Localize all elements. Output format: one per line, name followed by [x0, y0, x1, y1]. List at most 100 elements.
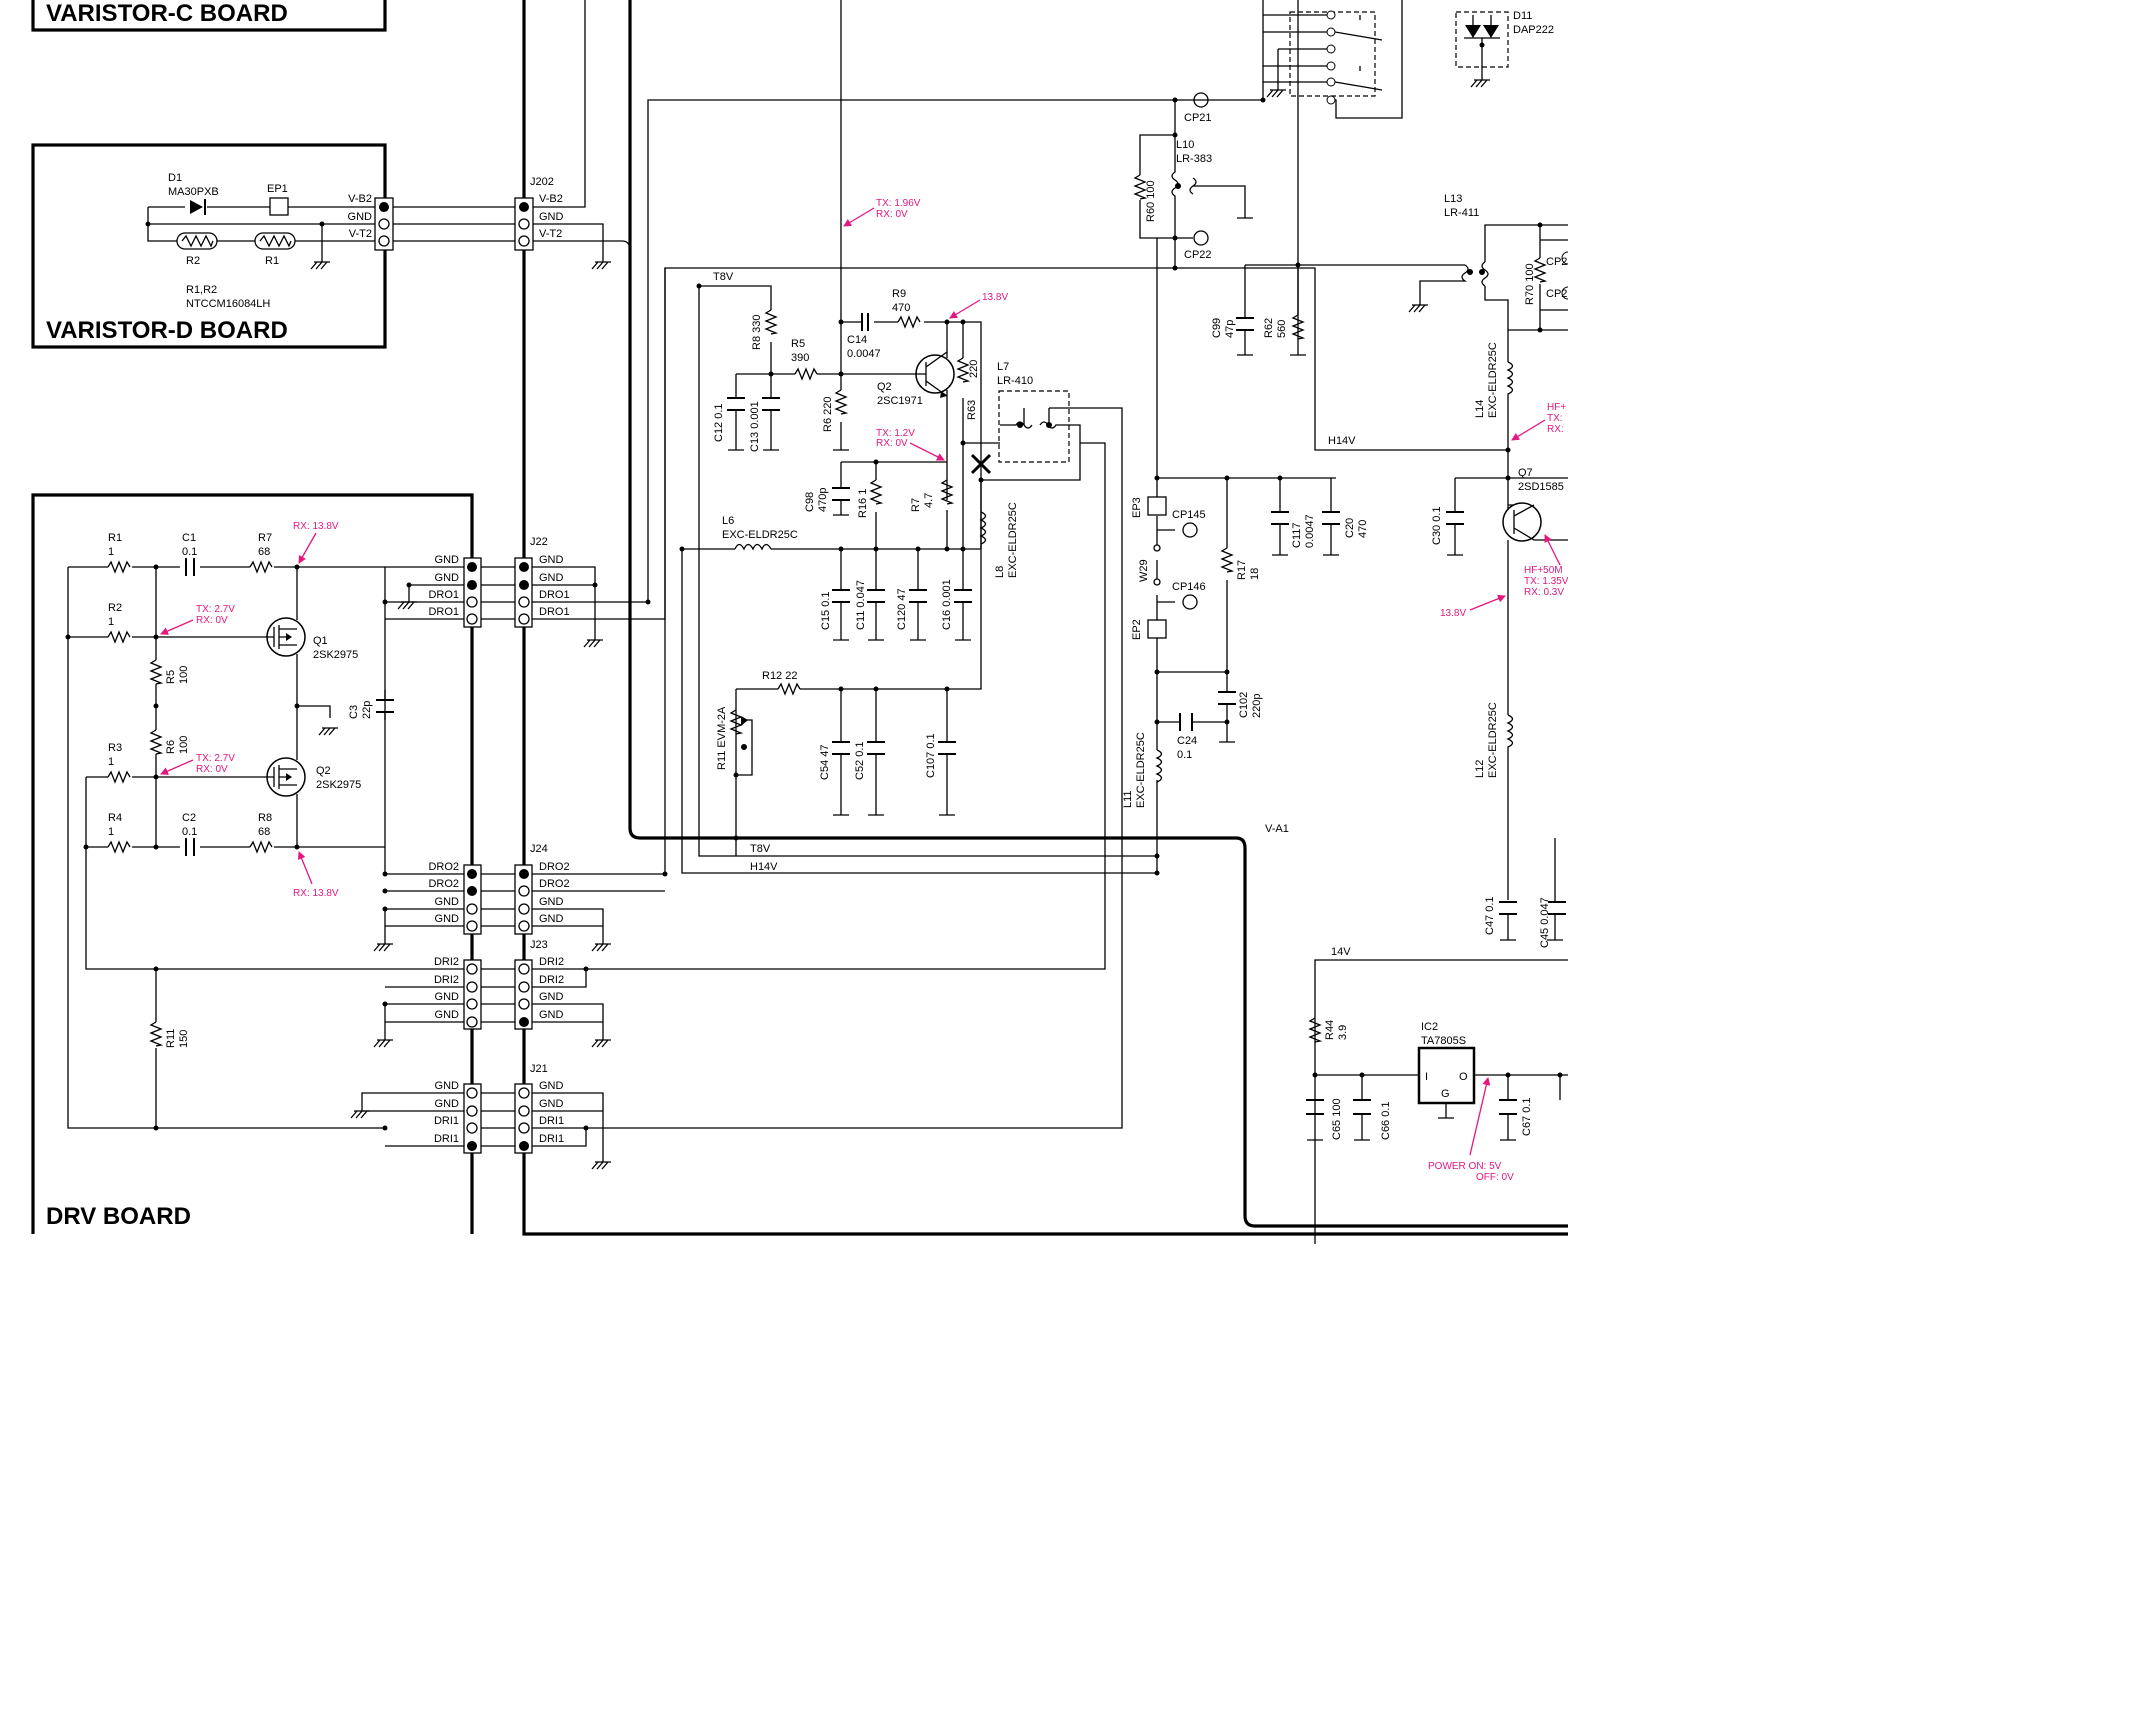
main-c98-ref: C98 [804, 492, 816, 512]
main-c15-label: C15 0.1 [820, 591, 832, 630]
right-circuit [1133, 0, 1568, 1244]
c45-label: C45 0.047 [1539, 897, 1551, 948]
main-l8-ref: L8 [994, 566, 1006, 578]
diode-d1 [190, 199, 206, 215]
right-l12 [1506, 540, 1514, 940]
main-circuit [679, 0, 1157, 874]
drv-c1-val: 0.1 [182, 546, 197, 558]
r44-val: 3.9 [1337, 1025, 1349, 1040]
drv-r3-ref: R3 [108, 742, 122, 754]
right-annotation-arrows [1469, 419, 1561, 1156]
drv-j23-pin-4: GND [435, 1009, 460, 1021]
drv-q2-part: 2SK2975 [316, 779, 361, 791]
connector-j21-group [350, 407, 1123, 1170]
l12-ref: L12 [1474, 760, 1486, 778]
c20-val: 470 [1357, 520, 1369, 538]
drv-j24-pin-2: DRO2 [428, 878, 459, 890]
ann-hf50: HF+50M [1524, 565, 1563, 576]
main-c14-ref: C14 [847, 334, 867, 346]
j23-label: J23 [530, 939, 548, 951]
c117-val: 0.0047 [1304, 514, 1316, 548]
drv-board-title: DRV BOARD [46, 1203, 191, 1230]
c47-label: C47 0.1 [1484, 896, 1496, 935]
connector-j202 [393, 0, 631, 270]
main-c120-label: C120 47 [896, 588, 908, 630]
drv-r2-ref: R2 [108, 602, 122, 614]
drv-j21-pin-1: GND [435, 1080, 460, 1092]
r-note-2: NTCCM16084LH [186, 298, 270, 310]
ep2-pad [1147, 619, 1167, 639]
shield-outline [628, 0, 1568, 1228]
main-l6-part: EXC-ELDR25C [722, 529, 798, 541]
main-r8 [764, 309, 779, 335]
drv-ann-q2-tx: TX: 2.7V [196, 753, 235, 764]
main-l7-part: LR-410 [997, 375, 1033, 387]
main-r7 [940, 479, 955, 505]
j21-pin-1: GND [539, 1080, 564, 1092]
cp146-testpoint [1182, 594, 1198, 610]
l11-part: EXC-ELDR25C [1135, 732, 1147, 808]
h14v-label: H14V [1328, 435, 1356, 447]
drv-r8-val: 68 [258, 826, 270, 838]
main-c16-label: C16 0.001 [941, 579, 953, 630]
c99-val: 47p [1224, 320, 1236, 338]
main-r12 [777, 682, 801, 696]
drv-r1 [107, 560, 131, 574]
drv-q1-ref: Q1 [313, 635, 328, 647]
ep3-pad [1147, 496, 1167, 516]
main-r16 [869, 479, 884, 505]
drv-j24-pin-4: GND [435, 913, 460, 925]
drv-c1-ref: C1 [182, 532, 196, 544]
j21-pin-2: GND [539, 1098, 564, 1110]
varistor-d-connector [374, 197, 394, 251]
r70-label: R70 100 [1524, 263, 1536, 305]
c102-ref: C102 [1238, 692, 1250, 718]
main-r12-label: R12 22 [762, 670, 797, 682]
main-t8v: T8V [713, 271, 734, 283]
j24-pin-3: GND [539, 896, 564, 908]
j22-pin-4: DRO1 [539, 606, 570, 618]
main-c52-label: C52 0.1 [854, 741, 866, 780]
main-annotation-arrows [843, 207, 981, 461]
drv-r8-ref: R8 [258, 812, 272, 824]
main-q2-part: 2SC1971 [877, 395, 923, 407]
cp2-b: CP2 [1546, 288, 1567, 300]
drv-r11-ref: R11 [165, 1029, 177, 1048]
j22-pin-2: GND [539, 572, 564, 584]
l11-ref: L11 [1122, 790, 1134, 808]
d1-ref: D1 [168, 172, 182, 184]
j21-pin-3: DRI1 [539, 1115, 564, 1127]
varistor-c-board-title: VARISTOR-C BOARD [46, 0, 288, 27]
cut-mark-x [970, 453, 992, 475]
cp145-label: CP145 [1172, 509, 1206, 521]
mosfet-q2 [264, 757, 306, 797]
drv-c3-ref: C3 [348, 705, 360, 719]
ann-hf-rx: RX: [1547, 424, 1564, 435]
q7-part: 2SD1585 [1518, 481, 1564, 493]
varistor-d-board-title: VARISTOR-D BOARD [46, 317, 288, 344]
l14-ref: L14 [1474, 400, 1486, 418]
main-c14-val: 0.0047 [847, 348, 881, 360]
main-c54-c52-c107 [832, 741, 956, 755]
drv-r11 [149, 1021, 164, 1047]
ann-power-on: POWER ON: 5V [1428, 1161, 1502, 1172]
main-c11-label: C11 0.047 [855, 580, 867, 630]
main-l7-ref: L7 [997, 361, 1009, 373]
ann-hf-tx: TX: [1547, 413, 1563, 424]
q7-ref: Q7 [1518, 467, 1533, 479]
ann-hf-plus: HF+ [1547, 402, 1566, 413]
drv-r3-val: 1 [108, 756, 114, 768]
drv-r3 [107, 770, 131, 784]
drv-j22-pin-1: GND [435, 554, 460, 566]
j23-pin-4: GND [539, 1009, 564, 1021]
c24-ref: C24 [1177, 735, 1197, 747]
right-l10-transformer [1171, 135, 1246, 218]
drv-r7-ref: R7 [258, 532, 272, 544]
drv-j23-pin-1: DRI2 [434, 956, 459, 968]
main-r11-label: R11 EVM-2A [716, 706, 728, 770]
j202-label: J202 [530, 176, 554, 188]
board-outlines [31, 0, 1568, 1236]
drv-c2 [185, 838, 195, 856]
schematic-diagram: VARISTOR-C BOARD VARISTOR-D BOARD DRV BO… [31, 0, 1568, 1244]
main-r63-ref: R63 [966, 400, 978, 420]
